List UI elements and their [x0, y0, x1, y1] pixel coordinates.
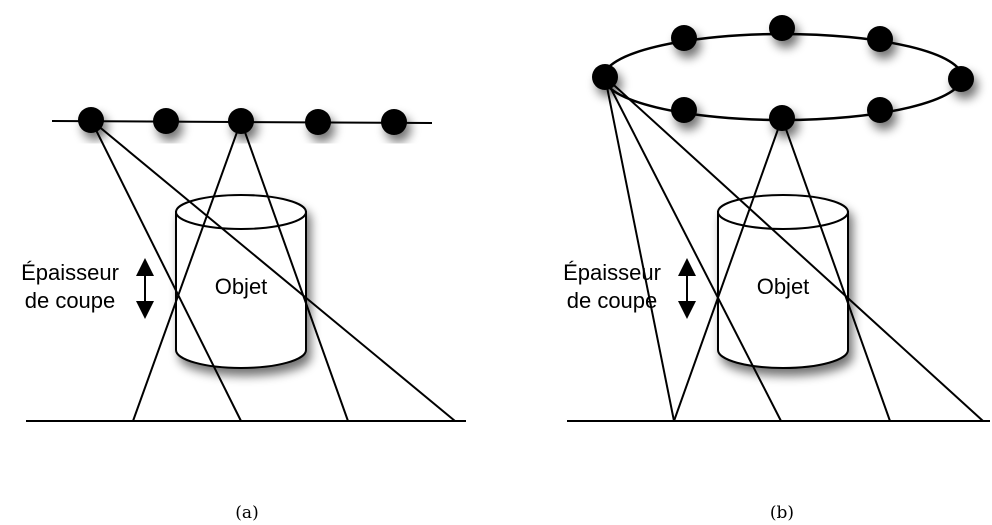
- projection-rays: [604, 76, 984, 422]
- source-point: [671, 97, 697, 123]
- slice-thickness-label-line1: Épaisseur: [563, 260, 661, 285]
- source-point: [948, 66, 974, 92]
- source-point: [769, 105, 795, 131]
- slice-thickness-arrow: [678, 258, 696, 319]
- source-point: [228, 108, 254, 134]
- source-point: [867, 97, 893, 123]
- source-points: [78, 107, 407, 135]
- projection-rays: [90, 119, 456, 422]
- object-label: Objet: [757, 274, 810, 299]
- source-points: [592, 15, 974, 131]
- slice-thickness-arrow: [136, 258, 154, 319]
- slice-thickness-label-line1: Épaisseur: [21, 260, 119, 285]
- source-point: [305, 109, 331, 135]
- source-point: [769, 15, 795, 41]
- source-point: [153, 108, 179, 134]
- slice-thickness-label-line2: de coupe: [567, 288, 658, 313]
- panel-caption: (a): [235, 503, 258, 523]
- source-point: [592, 64, 618, 90]
- object-cylinder: [175, 194, 307, 369]
- object-label: Objet: [215, 274, 268, 299]
- slice-thickness-label-line2: de coupe: [25, 288, 116, 313]
- source-point: [671, 25, 697, 51]
- source-point: [867, 26, 893, 52]
- source-point: [381, 109, 407, 135]
- panel-b: Objet Épaisseur de coupe (b): [563, 15, 990, 523]
- panel-caption: (b): [770, 503, 794, 523]
- panel-a: Objet Épaisseur de coupe (a): [21, 107, 466, 523]
- source-point: [78, 107, 104, 133]
